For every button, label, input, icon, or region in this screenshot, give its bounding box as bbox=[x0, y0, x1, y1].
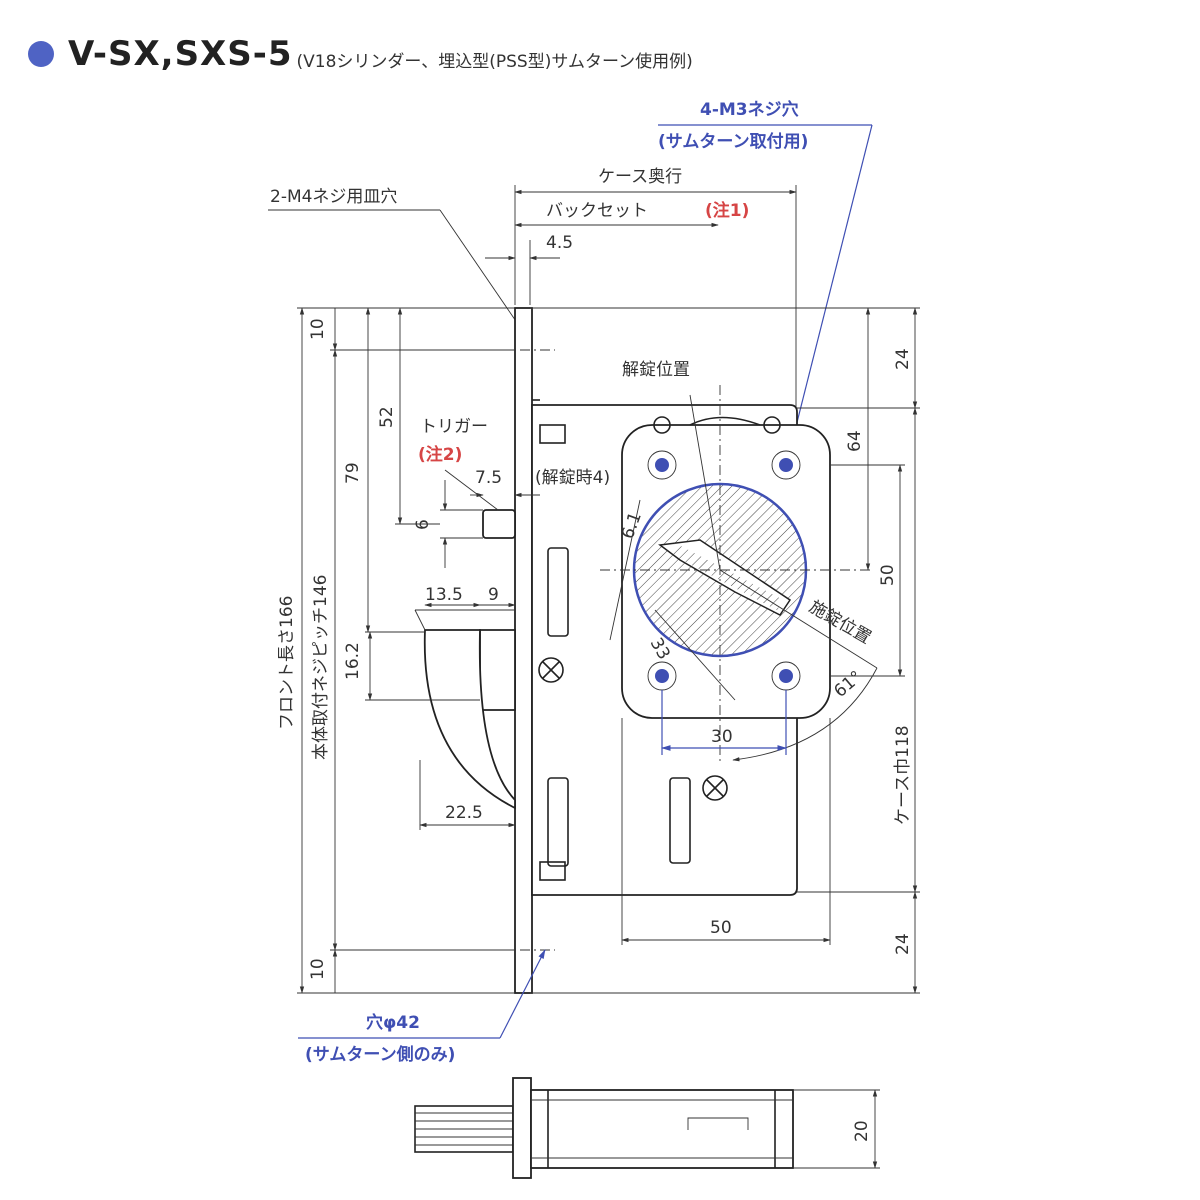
trigger bbox=[440, 469, 540, 568]
dim-20: 20 bbox=[852, 1120, 872, 1142]
note1-label: (注1) bbox=[705, 200, 749, 221]
dim-22-5: 22.5 bbox=[445, 803, 483, 823]
dim-79: 79 bbox=[343, 462, 363, 484]
trigger-label: トリガー bbox=[420, 417, 488, 437]
front-length-label: フロント長さ166 bbox=[277, 596, 297, 730]
dim-13-5: 13.5 bbox=[425, 585, 463, 605]
backset-label: バックセット bbox=[546, 201, 648, 221]
dim-30: 30 bbox=[711, 727, 733, 747]
hook-bolt bbox=[365, 602, 516, 830]
m3-screw-holes bbox=[647, 450, 801, 691]
dim-50-bottom: 50 bbox=[710, 918, 732, 938]
dim-6: 6 bbox=[413, 519, 433, 530]
title-bullet-icon bbox=[28, 41, 54, 67]
m3-screw-label: 4-M3ネジ穴 bbox=[700, 99, 799, 120]
cylinder-side-view bbox=[414, 1077, 880, 1179]
left-dimensions bbox=[297, 307, 515, 994]
m4-hole-label: 2-M4ネジ用皿穴 bbox=[270, 187, 397, 207]
dim-9: 9 bbox=[488, 585, 499, 605]
hole-diameter-sub-label: (サムターン側のみ) bbox=[305, 1044, 455, 1065]
unlock-position-label: 解錠位置 bbox=[622, 360, 690, 380]
dim-52: 52 bbox=[377, 406, 397, 428]
right-dimensions bbox=[530, 307, 920, 994]
dim-24-bottom: 24 bbox=[893, 933, 913, 955]
dim-10-top: 10 bbox=[308, 318, 328, 340]
top-dimensions bbox=[485, 185, 797, 415]
m3-screw-sub-label: (サムターン取付用) bbox=[658, 131, 808, 152]
title-bar: V-SX,SXS-5 (V18シリンダー、埋込型(PSS型)サムターン使用例) bbox=[28, 30, 693, 78]
hole-diameter-label: 穴φ42 bbox=[366, 1012, 420, 1033]
case-depth-label: ケース奥行 bbox=[598, 167, 682, 187]
dim-24-top: 24 bbox=[893, 348, 913, 370]
dim-7-5: 7.5 bbox=[475, 468, 502, 488]
page-subtitle: (V18シリンダー、埋込型(PSS型)サムターン使用例) bbox=[296, 51, 693, 72]
note2-label: (注2) bbox=[418, 444, 462, 465]
case-width-label: ケース巾118 bbox=[893, 725, 913, 825]
unlock-time-label: (解錠時4) bbox=[535, 468, 610, 488]
dim-16-2: 16.2 bbox=[343, 642, 363, 680]
dim-64: 64 bbox=[845, 430, 865, 452]
pitch-label: 本体取付ネジピッチ146 bbox=[311, 575, 331, 760]
dim-61deg: 61° bbox=[830, 667, 866, 702]
dim-50-right: 50 bbox=[878, 564, 898, 586]
dim-10-bottom: 10 bbox=[308, 958, 328, 980]
page-title: V-SX,SXS-5 bbox=[68, 34, 293, 74]
dim-4-5: 4.5 bbox=[546, 233, 573, 253]
